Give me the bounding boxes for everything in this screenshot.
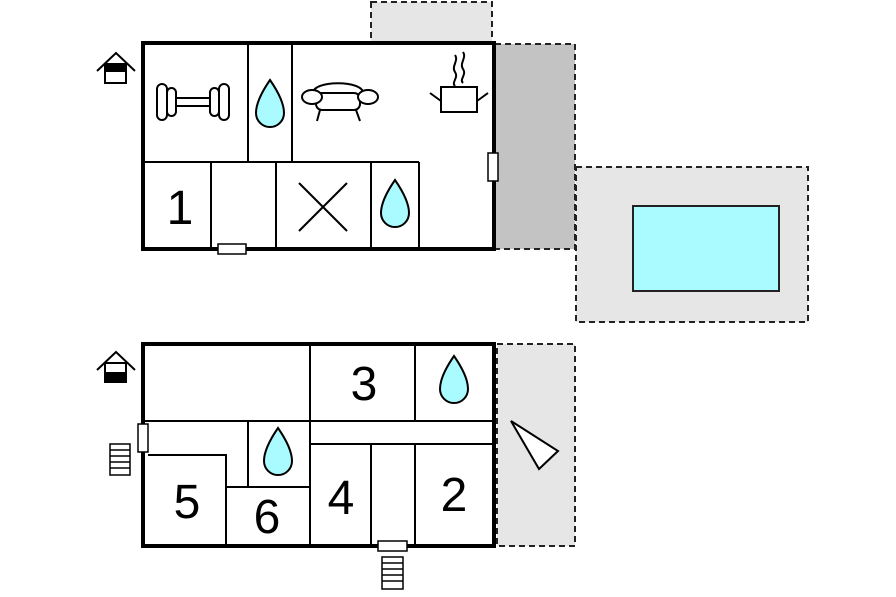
ground-floor: 3 5 6 4 2 [96,342,576,590]
terrace [494,43,576,250]
water-drop-icon [379,178,411,228]
room-label: 3 [351,358,378,411]
door [137,423,149,453]
upper-outer-wall [141,41,496,251]
door [217,243,247,255]
water-drop-icon [438,354,470,404]
upper-floor: 1 [96,1,809,323]
room-label: 4 [328,472,355,525]
dumbbell-icon [156,83,230,121]
sofa-icon [301,82,379,122]
stairs-icon [381,556,404,590]
house-ground-level-icon [96,350,136,383]
cross-icon [298,182,348,232]
door [487,152,499,182]
swimming-pool [632,205,780,292]
room-label: 1 [167,182,194,235]
water-drop-icon [262,426,294,476]
water-drop-icon [254,78,286,128]
cooking-pot-icon [429,51,489,113]
stairs-icon [109,443,131,476]
room-label: 5 [174,476,201,529]
room-label: 2 [441,469,468,522]
room-label: 6 [254,491,281,544]
house-upper-level-icon [96,51,136,84]
door [377,540,408,552]
upper-balcony [370,1,493,45]
triangle-icon [510,420,560,471]
wall [148,454,227,546]
